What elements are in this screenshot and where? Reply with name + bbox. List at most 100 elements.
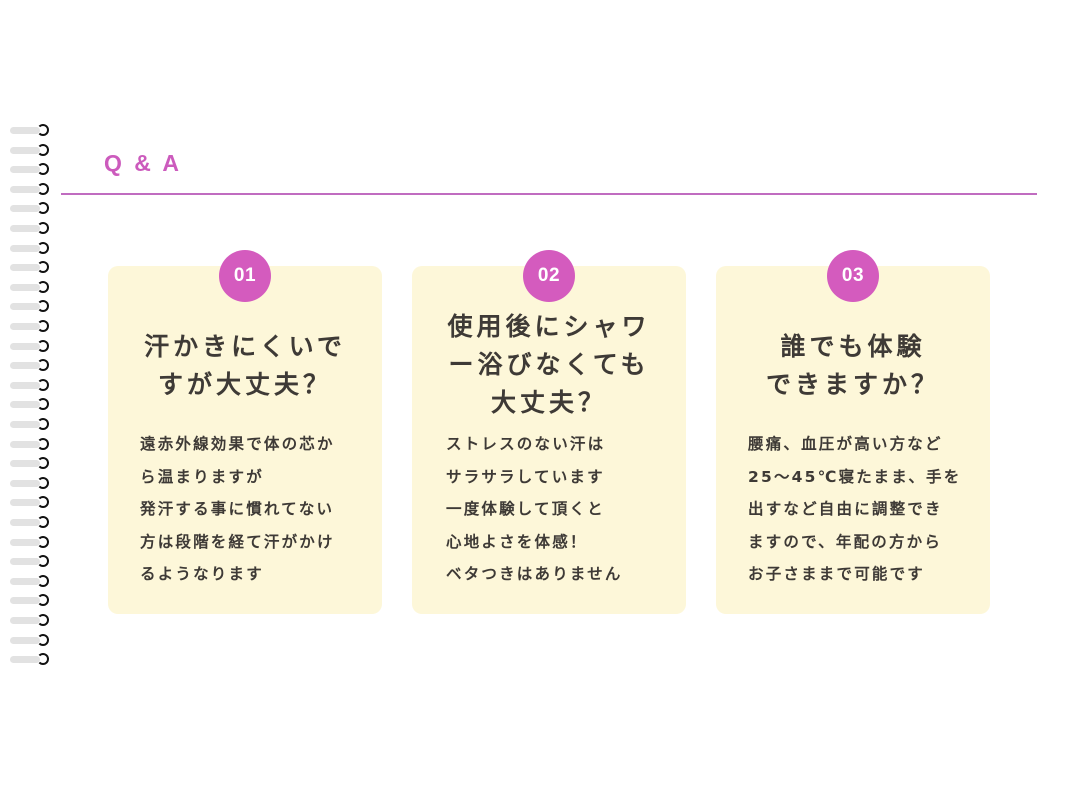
question-line: ー浴びなくても [448,350,650,379]
spiral-ring-icon [10,516,49,528]
ring-bar [10,323,40,330]
answer-line: 遠赤外線効果で体の芯か [140,435,335,453]
question-line: できますか？ [765,370,940,399]
number-badge: 02 [523,250,575,302]
ring-loop [37,633,49,646]
ring-bar [10,597,40,605]
answer: ストレスのない汗は サラサラしています 一度体験して頂くと 心地よさを体感！ ベ… [446,428,623,591]
number-badge: 03 [827,250,879,302]
answer-line: 発汗する事に慣れてない [140,500,335,518]
spiral-ring-icon [10,124,49,136]
spiral-ring-icon [10,202,49,215]
answer: 遠赤外線効果で体の芯か ら温まりますが 発汗する事に慣れてない 方は段階を経て汗… [140,428,335,591]
qa-card-2: 02 使用後にシャワ ー浴びなくても 大丈夫？ ストレスのない汗は サラサラして… [412,250,686,614]
answer-line: 腰痛、血圧が高い方など [748,435,943,453]
ring-bar [10,303,40,311]
ring-bar [10,264,40,272]
answer-line: ら温まりますが [140,467,264,486]
ring-loop [37,222,49,234]
spiral-ring-icon [10,300,49,313]
ring-loop [37,320,49,332]
ring-bar [10,362,40,370]
ring-bar [10,401,40,409]
ring-loop [37,202,49,215]
ring-loop [37,124,49,136]
ring-bar [10,244,40,252]
ring-bar [10,558,40,566]
answer-line: ストレスのない汗は [446,435,606,453]
spiral-ring-icon [10,437,49,450]
answer-line: ますので、年配の方から [748,532,943,551]
question-line: 誰でも体験 [780,332,926,361]
spiral-ring-icon [10,614,49,626]
ring-loop [37,437,49,450]
spiral-ring-icon [10,280,49,293]
ring-loop [37,163,49,176]
answer-line: お子さままで可能です [748,565,926,583]
ring-loop [37,359,49,372]
answer-line: 一度体験して頂くと [446,500,605,518]
answer-line: 出すなど自由に調整でき [748,500,943,518]
spiral-ring-icon [10,398,49,411]
ring-bar [10,519,40,526]
ring-bar [10,381,40,389]
spiral-ring-icon [10,359,49,372]
spiral-ring-icon [10,418,49,430]
spiral-ring-icon [10,222,49,234]
ring-loop [37,378,49,391]
ring-bar [10,205,40,213]
ring-loop [37,143,49,156]
section-title: Q & A [104,150,183,176]
spiral-ring-icon [10,339,49,352]
ring-loop [37,516,49,528]
ring-loop [37,535,49,548]
number-badge: 01 [219,250,271,302]
answer-line: 25～45℃寝たまま、手を [748,467,962,486]
ring-bar [10,656,40,664]
ring-bar [10,479,40,487]
ring-loop [37,280,49,293]
ring-loop [37,476,49,489]
ring-loop [37,653,49,666]
ring-bar [10,166,40,174]
ring-bar [10,283,40,291]
spiral-ring-icon [10,378,49,391]
ring-loop [37,300,49,313]
ring-bar [10,617,40,624]
spiral-ring-icon [10,535,49,548]
spiral-ring-icon [10,653,49,666]
ring-loop [37,594,49,607]
ring-loop [37,457,49,470]
ring-bar [10,185,40,193]
answer-line: サラサラしています [446,467,605,486]
spiral-ring-icon [10,555,49,568]
answer-line: 方は段階を経て汗がかけ [140,532,335,551]
question: 誰でも体験 できますか？ [716,328,990,404]
answer-line: るようなります [140,565,264,583]
ring-loop [37,574,49,587]
ring-loop [37,418,49,430]
spiral-ring-icon [10,261,49,274]
ring-bar [10,538,40,546]
spiral-ring-icon [10,320,49,332]
ring-bar [10,499,40,507]
question-line: 使用後にシャワ [447,312,651,341]
ring-loop [37,398,49,411]
title-divider [61,193,1037,195]
ring-bar [10,577,40,585]
spiral-ring-icon [10,633,49,646]
spiral-ring-icon [10,182,49,195]
spiral-ring-icon [10,476,49,489]
spiral-ring-icon [10,163,49,176]
ring-loop [37,614,49,626]
ring-bar [10,127,40,134]
spiral-ring-icon [10,594,49,607]
question: 汗かきにくいで すが大丈夫？ [108,328,382,404]
question: 使用後にシャワ ー浴びなくても 大丈夫？ [412,308,686,422]
ring-bar [10,636,40,644]
ring-loop [37,496,49,509]
answer-line: ベタつきはありません [446,565,623,583]
spiral-ring-icon [10,143,49,156]
ring-loop [37,182,49,195]
qa-cards: 01 汗かきにくいで すが大丈夫？ 遠赤外線効果で体の芯か ら温まりますが 発汗… [108,250,990,614]
